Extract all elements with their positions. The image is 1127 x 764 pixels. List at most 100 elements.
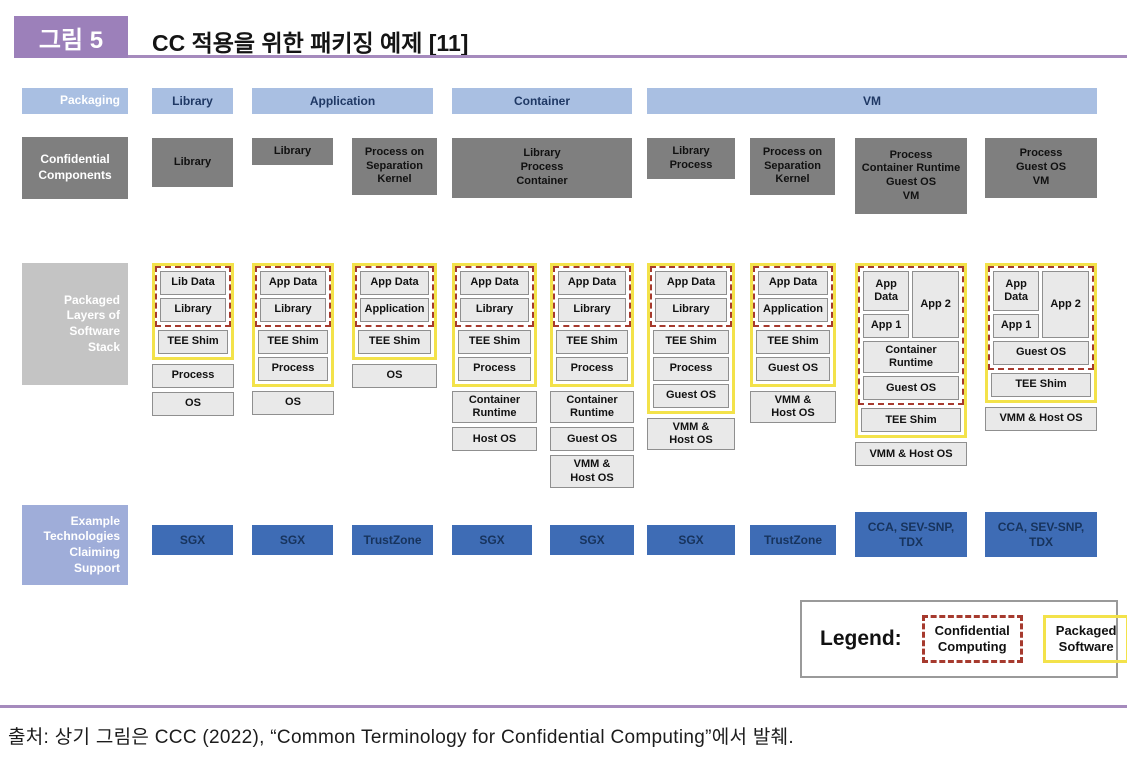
- stack-cell: Library: [558, 298, 626, 322]
- legend-title: Legend:: [820, 627, 902, 650]
- stack-cell: TEE Shim: [991, 373, 1091, 397]
- stack-column-application: App Data Application TEE Shim OS: [352, 263, 437, 388]
- technology-trustzone-1: TrustZone: [352, 525, 433, 555]
- packaged-software-group: App Data App 1 App 2 Container Runtime G…: [855, 263, 967, 439]
- stack-cell: TEE Shim: [756, 330, 830, 354]
- stack-column-container-1: App Data Library TEE Shim Process Contai…: [452, 263, 537, 452]
- row-label-example-technologies: Example Technologies Claiming Support: [22, 505, 128, 585]
- packaged-software-group: App Data Application TEE Shim: [352, 263, 437, 360]
- stack-cell: TEE Shim: [358, 330, 431, 354]
- packaging-container: Container: [452, 88, 632, 114]
- stack-cell: TEE Shim: [556, 330, 628, 354]
- stack-cell: Guest OS: [653, 384, 729, 408]
- stack-cell: Host OS: [452, 427, 537, 452]
- stack-cell: App Data: [460, 271, 529, 295]
- packaging-library: Library: [152, 88, 233, 114]
- stack-cell: Library: [655, 298, 727, 322]
- stack-cell: Guest OS: [550, 427, 634, 452]
- packaging-vm: VM: [647, 88, 1097, 114]
- stack-cell: App 1: [993, 314, 1040, 338]
- stack-cell: Process: [152, 364, 234, 388]
- packaging-application: Application: [252, 88, 433, 114]
- stack-column-vm-4: App Data App 1 App 2 Guest OS TEE Shim V…: [985, 263, 1097, 431]
- stack-cell: Application: [360, 298, 429, 322]
- technology-sgx-1: SGX: [152, 525, 233, 555]
- packaged-software-group: Lib Data Library TEE Shim: [152, 263, 234, 360]
- stack-cell: VMM & Host OS: [550, 455, 634, 488]
- confidential-computing-group: App Data App 1 App 2 Container Runtime G…: [858, 266, 964, 406]
- component-process-guestos-vm: Process Guest OS VM: [985, 138, 1097, 198]
- row-label-confidential-components: Confidential Components: [22, 137, 128, 199]
- row-label-packaging: Packaging: [22, 88, 128, 114]
- stack-cell: TEE Shim: [458, 330, 531, 354]
- technology-sgx-2: SGX: [252, 525, 333, 555]
- packaged-software-group: App Data Library TEE Shim Process: [550, 263, 634, 387]
- stack-cell: OS: [352, 364, 437, 388]
- confidential-computing-group: App Data Application: [753, 266, 833, 327]
- confidential-computing-group: Lib Data Library: [155, 266, 231, 327]
- confidential-computing-group: App Data Application: [355, 266, 434, 327]
- technology-cca-sevsnp-tdx-1: CCA, SEV-SNP, TDX: [855, 512, 967, 557]
- component-library-1: Library: [152, 138, 233, 187]
- stack-cell: Guest OS: [756, 357, 830, 381]
- packaged-software-group: App Data Library TEE Shim Process Guest …: [647, 263, 735, 414]
- confidential-computing-group: App Data Library: [553, 266, 631, 327]
- figure-number-badge: 그림 5: [14, 16, 128, 58]
- component-process-separation-kernel-2: Process on Separation Kernel: [750, 138, 835, 195]
- stack-cell: App Data: [863, 271, 910, 311]
- stack-cell: App 2: [1042, 271, 1089, 338]
- stack-cell: Process: [258, 357, 328, 381]
- stack-cell: Container Runtime: [452, 391, 537, 424]
- stack-cell: App Data: [655, 271, 727, 295]
- technology-sgx-5: SGX: [647, 525, 735, 555]
- packaged-software-group: App Data Library TEE Shim Process: [252, 263, 334, 387]
- stack-cell: VMM & Host OS: [647, 418, 735, 451]
- stack-cell: Lib Data: [160, 271, 226, 295]
- packaged-software-group: App Data Application TEE Shim Guest OS: [750, 263, 836, 387]
- stack-cell: App Data: [993, 271, 1040, 311]
- stack-cell: App Data: [758, 271, 828, 295]
- technology-cca-sevsnp-tdx-2: CCA, SEV-SNP, TDX: [985, 512, 1097, 557]
- stack-cell: OS: [252, 391, 334, 415]
- stack-column-library: Lib Data Library TEE Shim Process OS: [152, 263, 234, 416]
- packaged-software-group: App Data App 1 App 2 Guest OS TEE Shim: [985, 263, 1097, 403]
- app-grid: App Data App 1 App 2: [993, 271, 1089, 338]
- stack-cell: TEE Shim: [258, 330, 328, 354]
- legend-packaged-software: Packaged Software: [1042, 614, 1127, 664]
- stack-cell: Process: [458, 357, 531, 381]
- stack-column-container-2: App Data Library TEE Shim Process Contai…: [550, 263, 634, 488]
- stack-cell: Library: [460, 298, 529, 322]
- component-process-separation-kernel-1: Process on Separation Kernel: [352, 138, 437, 195]
- stack-column-vm-1: App Data Library TEE Shim Process Guest …: [647, 263, 735, 451]
- stack-cell: App Data: [360, 271, 429, 295]
- stack-cell: OS: [152, 392, 234, 416]
- footer-rule: [0, 705, 1127, 708]
- stack-cell: App 1: [863, 314, 910, 338]
- legend-box: Legend: Confidential Computing Packaged …: [800, 600, 1127, 678]
- stack-cell: TEE Shim: [653, 330, 729, 354]
- stack-cell: Process: [653, 357, 729, 381]
- component-library-process-container: Library Process Container: [452, 138, 632, 198]
- stack-cell: App Data: [558, 271, 626, 295]
- stack-cell: VMM & Host OS: [985, 407, 1097, 431]
- stack-cell: Library: [260, 298, 326, 322]
- component-process-container-runtime-guestos-vm: Process Container Runtime Guest OS VM: [855, 138, 967, 214]
- stack-cell: Guest OS: [863, 376, 959, 401]
- confidential-computing-group: App Data Library: [455, 266, 534, 327]
- stack-column-vm-3: App Data App 1 App 2 Container Runtime G…: [855, 263, 967, 467]
- stack-cell: VMM & Host OS: [750, 391, 836, 424]
- stack-cell: TEE Shim: [158, 330, 228, 354]
- row-label-packaged-layers: Packaged Layers of Software Stack: [22, 263, 128, 385]
- component-library-process: Library Process: [647, 138, 735, 179]
- stack-cell: Application: [758, 298, 828, 322]
- stack-cell: App Data: [260, 271, 326, 295]
- header-rule: [128, 55, 1127, 58]
- technology-sgx-3: SGX: [452, 525, 532, 555]
- component-library-2: Library: [252, 138, 333, 165]
- app-grid: App Data App 1 App 2: [863, 271, 959, 338]
- confidential-computing-group: App Data Library: [650, 266, 732, 327]
- legend-confidential-computing: Confidential Computing: [921, 614, 1023, 664]
- figure-title: CC 적용을 위한 패키징 예제 [11]: [152, 30, 469, 56]
- source-citation: 출처: 상기 그림은 CCC (2022), “Common Terminolo…: [8, 727, 795, 748]
